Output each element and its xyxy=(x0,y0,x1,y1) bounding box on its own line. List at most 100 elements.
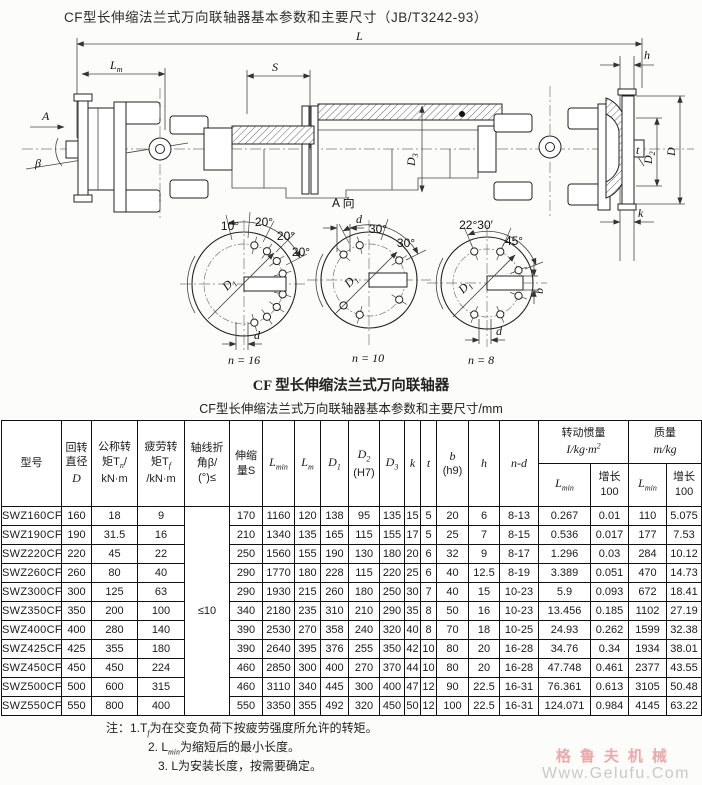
beta-merged-cell: ≤10 xyxy=(184,506,230,716)
table-cell: 2530 xyxy=(262,620,295,640)
table-cell: 2180 xyxy=(262,601,295,621)
bolt-hole xyxy=(278,290,287,299)
table-cell: 40 xyxy=(404,620,421,640)
table-cell: 15 xyxy=(404,506,421,526)
flange-view-n8: D1 22°30′ 45° b d n = 8 xyxy=(427,218,547,367)
table-cell: 290 xyxy=(229,563,263,583)
table-cell: 50 xyxy=(436,601,469,621)
col-header-nominal-torque: 公称转 矩Tn/ kN·m xyxy=(91,420,138,507)
table-cell: 12 xyxy=(420,677,437,697)
table-cell: 228 xyxy=(320,563,349,583)
table-cell: 1.296 xyxy=(538,544,591,564)
table-cell: 32.38 xyxy=(665,620,702,640)
table-cell: 320 xyxy=(348,696,380,716)
table-cell: 358 xyxy=(320,620,349,640)
subcol-inertia-lmin: Lmin xyxy=(538,463,591,507)
col-header-k: k xyxy=(404,420,421,507)
table-cell: 7 xyxy=(468,525,500,545)
table-cell: 155 xyxy=(294,544,321,564)
table-cell: 180 xyxy=(348,582,380,602)
table-cell: 800 xyxy=(91,696,138,716)
table-cell: 400 xyxy=(137,696,185,716)
table-cell: 470 xyxy=(628,563,667,583)
table-cell: 355 xyxy=(294,696,321,716)
table-cell: 235 xyxy=(294,601,321,621)
table-cell: 16-31 xyxy=(499,696,539,716)
bolt-hole xyxy=(262,247,272,256)
table-cell: SWZ400CF xyxy=(1,620,62,640)
angle-label: 20° xyxy=(255,215,273,229)
dim-D3: D3 xyxy=(404,153,420,167)
bolt-hole xyxy=(395,256,404,265)
bolt-hole xyxy=(470,310,479,319)
table-cell: 8 xyxy=(420,601,437,621)
table-cell: 3.389 xyxy=(538,563,591,583)
table-cell: 0.262 xyxy=(590,620,629,640)
table-cell: 250 xyxy=(229,544,263,564)
table-cell: 240 xyxy=(348,620,380,640)
table-cell: 220 xyxy=(379,563,405,583)
flange-view-n16: D1 10° 20° 20° 20° d n = 16 xyxy=(180,211,310,367)
table-cell: 16-28 xyxy=(499,658,539,678)
table-cell: 22.5 xyxy=(468,677,500,697)
table-cell: 140 xyxy=(137,620,185,640)
table-cell: 20 xyxy=(404,544,421,564)
bolt-circle-label: D1 xyxy=(341,271,362,292)
table-cell: 170 xyxy=(229,506,263,526)
table-cell: 8-17 xyxy=(499,544,539,564)
bolt-circle-label: D1 xyxy=(219,274,240,295)
view-arrow-label: A xyxy=(41,109,50,123)
watermark-brand: 格鲁夫机械 xyxy=(555,749,676,765)
note-line: 3. L为安装长度，按需要确定。 xyxy=(158,758,323,773)
table-cell: 125 xyxy=(91,582,138,602)
table-cell: 224 xyxy=(137,658,185,678)
table-cell: 400 xyxy=(379,677,405,697)
table-cell: 280 xyxy=(91,620,138,640)
table-cell: 0.613 xyxy=(590,677,629,697)
table-cell: 95 xyxy=(348,506,380,526)
table-cell: 10 xyxy=(420,658,437,678)
table-cell: 25 xyxy=(404,563,421,583)
table-cell: 90 xyxy=(436,677,469,697)
hole-count-label: n = 10 xyxy=(352,351,384,365)
table-cell: 350 xyxy=(379,639,405,659)
table-cell: 20 xyxy=(468,639,500,659)
watermark: 格鲁夫机械 Www.Gelufu.Com xyxy=(542,745,690,783)
table-cell: SWZ160CF xyxy=(1,506,62,526)
table-cell: 400 xyxy=(61,620,92,640)
table-cell: 10.12 xyxy=(665,544,702,564)
table-cell: 20 xyxy=(436,506,469,526)
bolt-hole xyxy=(355,310,364,319)
col-header-h: h xyxy=(468,420,500,507)
table-cell: 8-19 xyxy=(499,563,539,583)
table-cell: 6 xyxy=(420,544,437,564)
angle-label: 20° xyxy=(292,245,310,259)
table-cell: 17 xyxy=(404,525,421,545)
table-cell: 80 xyxy=(91,563,138,583)
table-cell: 460 xyxy=(229,677,263,697)
table-cell: 376 xyxy=(320,639,349,659)
table-cell: SWZ350CF xyxy=(1,601,62,621)
col-header-extension: 伸缩量S xyxy=(229,420,263,507)
table-cell: SWZ425CF xyxy=(1,639,62,659)
table-cell: 10 xyxy=(420,639,437,659)
table-cell: 0.34 xyxy=(590,639,629,659)
table-cell: 115 xyxy=(348,525,380,545)
table-cell: 550 xyxy=(61,696,92,716)
page-title: CF型长伸缩法兰式万向联轴器基本参数和主要尺寸（JB/T3242-93） xyxy=(64,10,488,25)
angle-label: 20° xyxy=(277,229,295,243)
table-cell: 5.9 xyxy=(538,582,591,602)
drawing-caption: CF 型长伸缩法兰式万向联轴器 xyxy=(252,378,450,394)
col-header-nd: n-d xyxy=(499,420,539,507)
table-cell: 70 xyxy=(436,620,469,640)
table-cell: 5 xyxy=(420,506,437,526)
angle-label: 22°30′ xyxy=(459,218,493,232)
table-cell: 13.456 xyxy=(538,601,591,621)
table-cell: 210 xyxy=(348,601,380,621)
angle-label: 30° xyxy=(369,222,387,236)
dim-h: h xyxy=(644,48,650,62)
table-cell: 5.075 xyxy=(665,506,702,526)
